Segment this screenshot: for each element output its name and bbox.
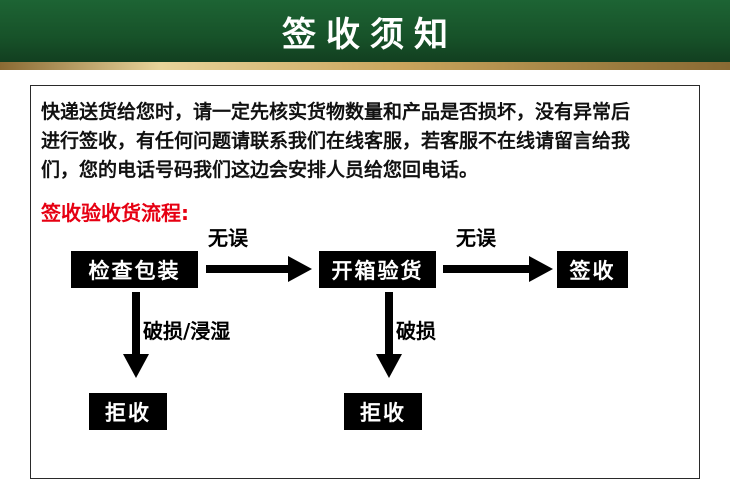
down-arrow-icon-2 (376, 292, 402, 378)
notice-line-3: 们，您的电话号码我们这边会安排人员给您回电话。 (41, 159, 479, 181)
edge-label-ok-1: 无误 (208, 226, 248, 250)
flow-node-reject-2: 拒收 (344, 393, 422, 430)
header-banner: 签收须知 (0, 0, 730, 62)
edge-label-damaged: 破损 (396, 319, 436, 343)
arrow-head (288, 256, 312, 282)
arrow-shaft (385, 292, 393, 354)
arrow-head (376, 354, 402, 378)
arrow-shaft (443, 265, 529, 273)
page-title: 签收须知 (282, 14, 458, 55)
gold-accent-strip (0, 62, 730, 70)
inspection-flowchart: 检查包装 开箱验货 签收 无误 无误 破损/浸湿 (41, 226, 689, 470)
content-area: 快递送货给您时，请一定先核实货物数量和产品是否损坏，没有异常后 进行签收，有任何… (30, 85, 700, 479)
notice-line-2: 进行签收，有任何问题请联系我们在线客服，若客服不在线请留言给我 (41, 130, 631, 152)
flow-node-sign: 签收 (557, 251, 628, 288)
edge-label-ok-2: 无误 (456, 226, 496, 250)
notice-line-1: 快递送货给您时，请一定先核实货物数量和产品是否损坏，没有异常后 (41, 101, 631, 123)
right-arrow-icon-2 (443, 256, 553, 282)
delivery-notice-paragraph: 快递送货给您时，请一定先核实货物数量和产品是否损坏，没有异常后 进行签收，有任何… (41, 98, 689, 185)
arrow-shaft (206, 265, 288, 273)
flow-node-reject-1: 拒收 (89, 393, 167, 430)
process-heading: 签收验收货流程: (41, 201, 189, 225)
edge-label-damaged-wet: 破损/浸湿 (143, 319, 231, 343)
arrow-head (123, 354, 149, 378)
arrow-shaft (132, 292, 140, 354)
flow-node-check-packaging: 检查包装 (71, 251, 198, 288)
flow-node-open-inspect: 开箱验货 (319, 251, 436, 288)
right-arrow-icon-1 (206, 256, 312, 282)
down-arrow-icon-1 (123, 292, 149, 378)
arrow-head (529, 256, 553, 282)
